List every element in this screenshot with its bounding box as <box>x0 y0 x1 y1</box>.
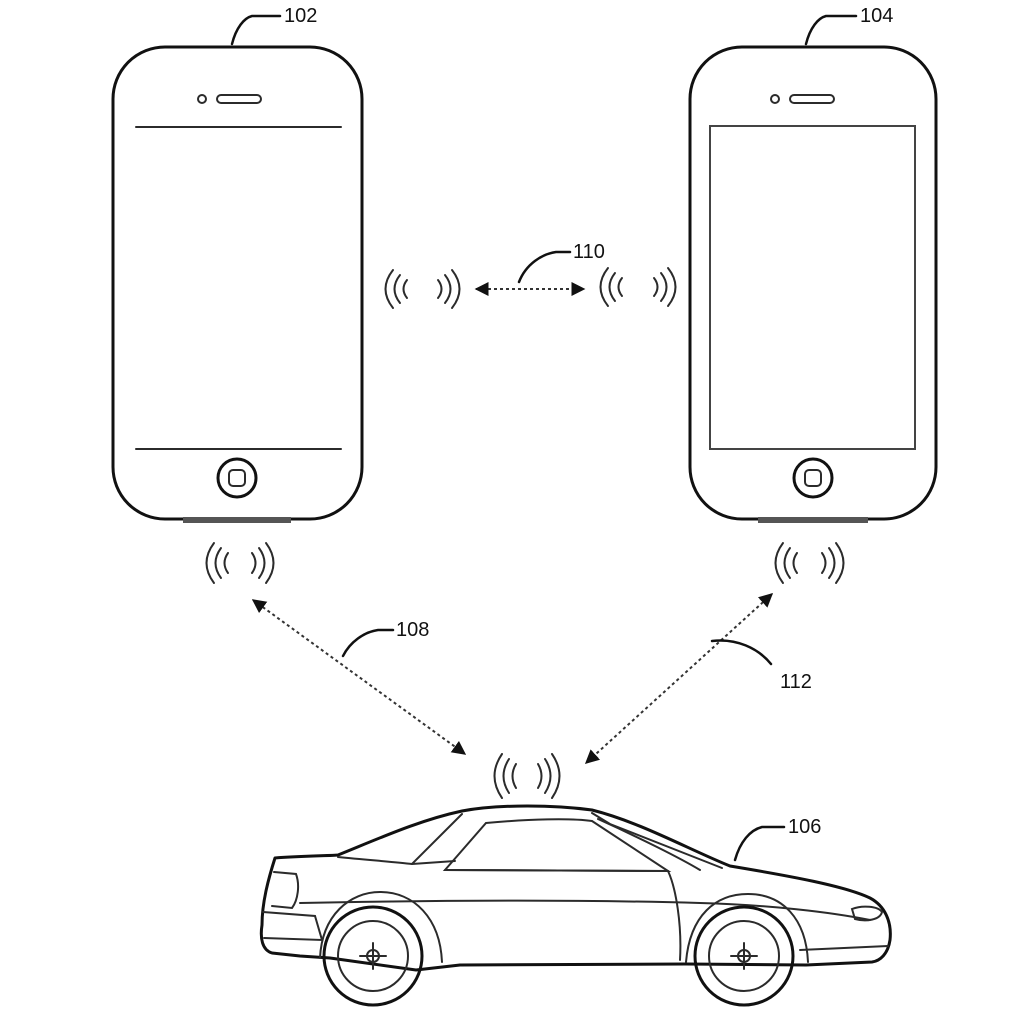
wireless-signal-icon <box>776 543 844 583</box>
link-vehicle-left: 108 <box>253 600 465 754</box>
label-106: 106 <box>788 816 821 838</box>
label-108: 108 <box>396 619 429 641</box>
wireless-signal-icon <box>207 543 274 583</box>
wireless-signal-icon <box>495 754 560 798</box>
phone-left: 102 <box>113 5 362 523</box>
label-110: 110 <box>573 241 605 263</box>
link-vehicle-right: 112 <box>586 594 812 763</box>
phone-screen <box>710 126 915 449</box>
vehicle: 106 <box>261 806 890 1005</box>
label-104: 104 <box>860 5 893 27</box>
wireless-signal-icon <box>386 270 460 308</box>
label-112: 112 <box>780 671 812 693</box>
link-devices: 110 <box>476 241 605 289</box>
phone-right: 104 <box>690 5 936 523</box>
label-102: 102 <box>284 5 317 27</box>
wireless-signal-icon <box>601 268 676 306</box>
